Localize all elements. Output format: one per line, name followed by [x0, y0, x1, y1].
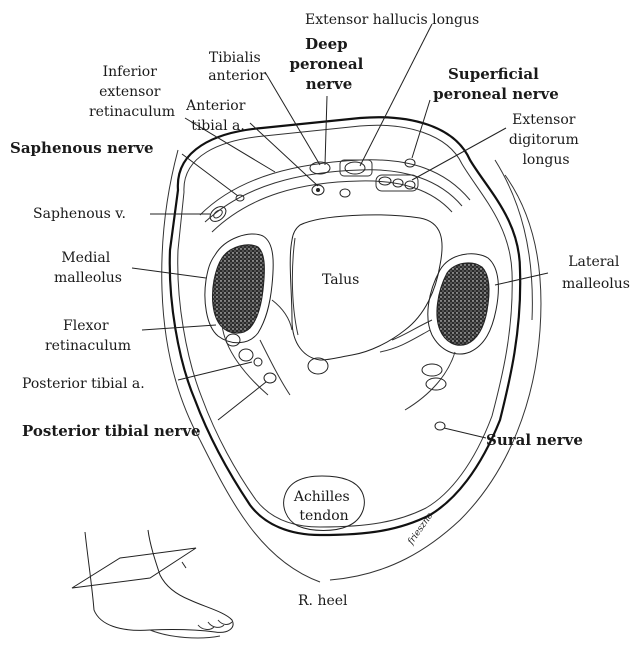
extensor-digitorum-tendon-3	[405, 181, 415, 189]
lateral-malleolus-bone	[437, 263, 489, 345]
extensor-hallucis-longus-tendon	[345, 162, 365, 174]
flexor-tendon-2	[239, 349, 253, 361]
talus-bone	[290, 215, 442, 360]
label-deep-peroneal-nerve: Deep peroneal nerve	[289, 35, 368, 93]
retinaculum-band-3	[212, 181, 452, 232]
posterior-tibial-nerve	[264, 373, 276, 383]
label-flexor-retinaculum: Flexor retinaculum	[45, 318, 131, 354]
artist-signature: frieszno	[406, 511, 436, 548]
label-sural-nerve: Sural nerve	[486, 431, 583, 449]
label-saphenous-nerve: Saphenous nerve	[10, 139, 154, 157]
peroneal-sheath-line	[405, 352, 455, 410]
medial-ligament-lines	[272, 300, 292, 330]
label-talus: Talus	[322, 272, 359, 288]
label-medial-malleolus: Medial malleolus	[54, 250, 122, 286]
posterior-tibial-artery	[254, 358, 262, 366]
peroneal-tendon-1	[422, 364, 442, 376]
extensor-digitorum-tendon-1	[379, 177, 391, 185]
deep-peroneal-nerve-dot	[340, 189, 350, 197]
flexor-tendon-1	[226, 334, 240, 346]
label-heel: R. heel	[298, 593, 348, 609]
label-posterior-tibial-nerve: Posterior tibial nerve	[22, 422, 201, 440]
lateral-ligament-lines-2	[380, 330, 430, 352]
talus-inner-line	[292, 238, 298, 335]
lateral-ligament-lines	[392, 320, 432, 340]
foot-inset	[72, 530, 233, 638]
retinaculum-band	[200, 160, 470, 215]
label-tibialis-anterior: Tibialis anterior	[208, 50, 266, 84]
sural-nerve-dot	[435, 422, 445, 430]
lateral-soft-tissue-line-2	[495, 160, 532, 320]
flexor-compartment-line-2	[260, 340, 290, 395]
label-extensor-digitorum-longus: Extensor digitorum longus	[509, 112, 583, 168]
label-inferior-extensor-retinaculum: Inferior extensor retinaculum	[89, 64, 175, 120]
label-posterior-tibial-artery: Posterior tibial a.	[22, 376, 145, 392]
label-anterior-tibial-artery: Anterior tibial a.	[185, 98, 250, 134]
peroneal-tendon-2	[426, 378, 446, 390]
label-lateral-malleolus: Lateral malleolus	[562, 254, 630, 292]
label-saphenous-vein: Saphenous v.	[33, 206, 126, 222]
anterior-tibial-artery-lumen	[316, 188, 320, 192]
saphenous-vein	[207, 204, 229, 225]
label-achilles-tendon: Achilles tendon	[293, 489, 354, 524]
talus-lower-sesamoid	[308, 358, 328, 374]
label-superficial-peroneal-nerve: Superficial peroneal nerve	[433, 65, 559, 103]
label-extensor-hallucis-longus: Extensor hallucis longus	[305, 12, 479, 28]
medial-malleolus-bone	[212, 245, 264, 333]
